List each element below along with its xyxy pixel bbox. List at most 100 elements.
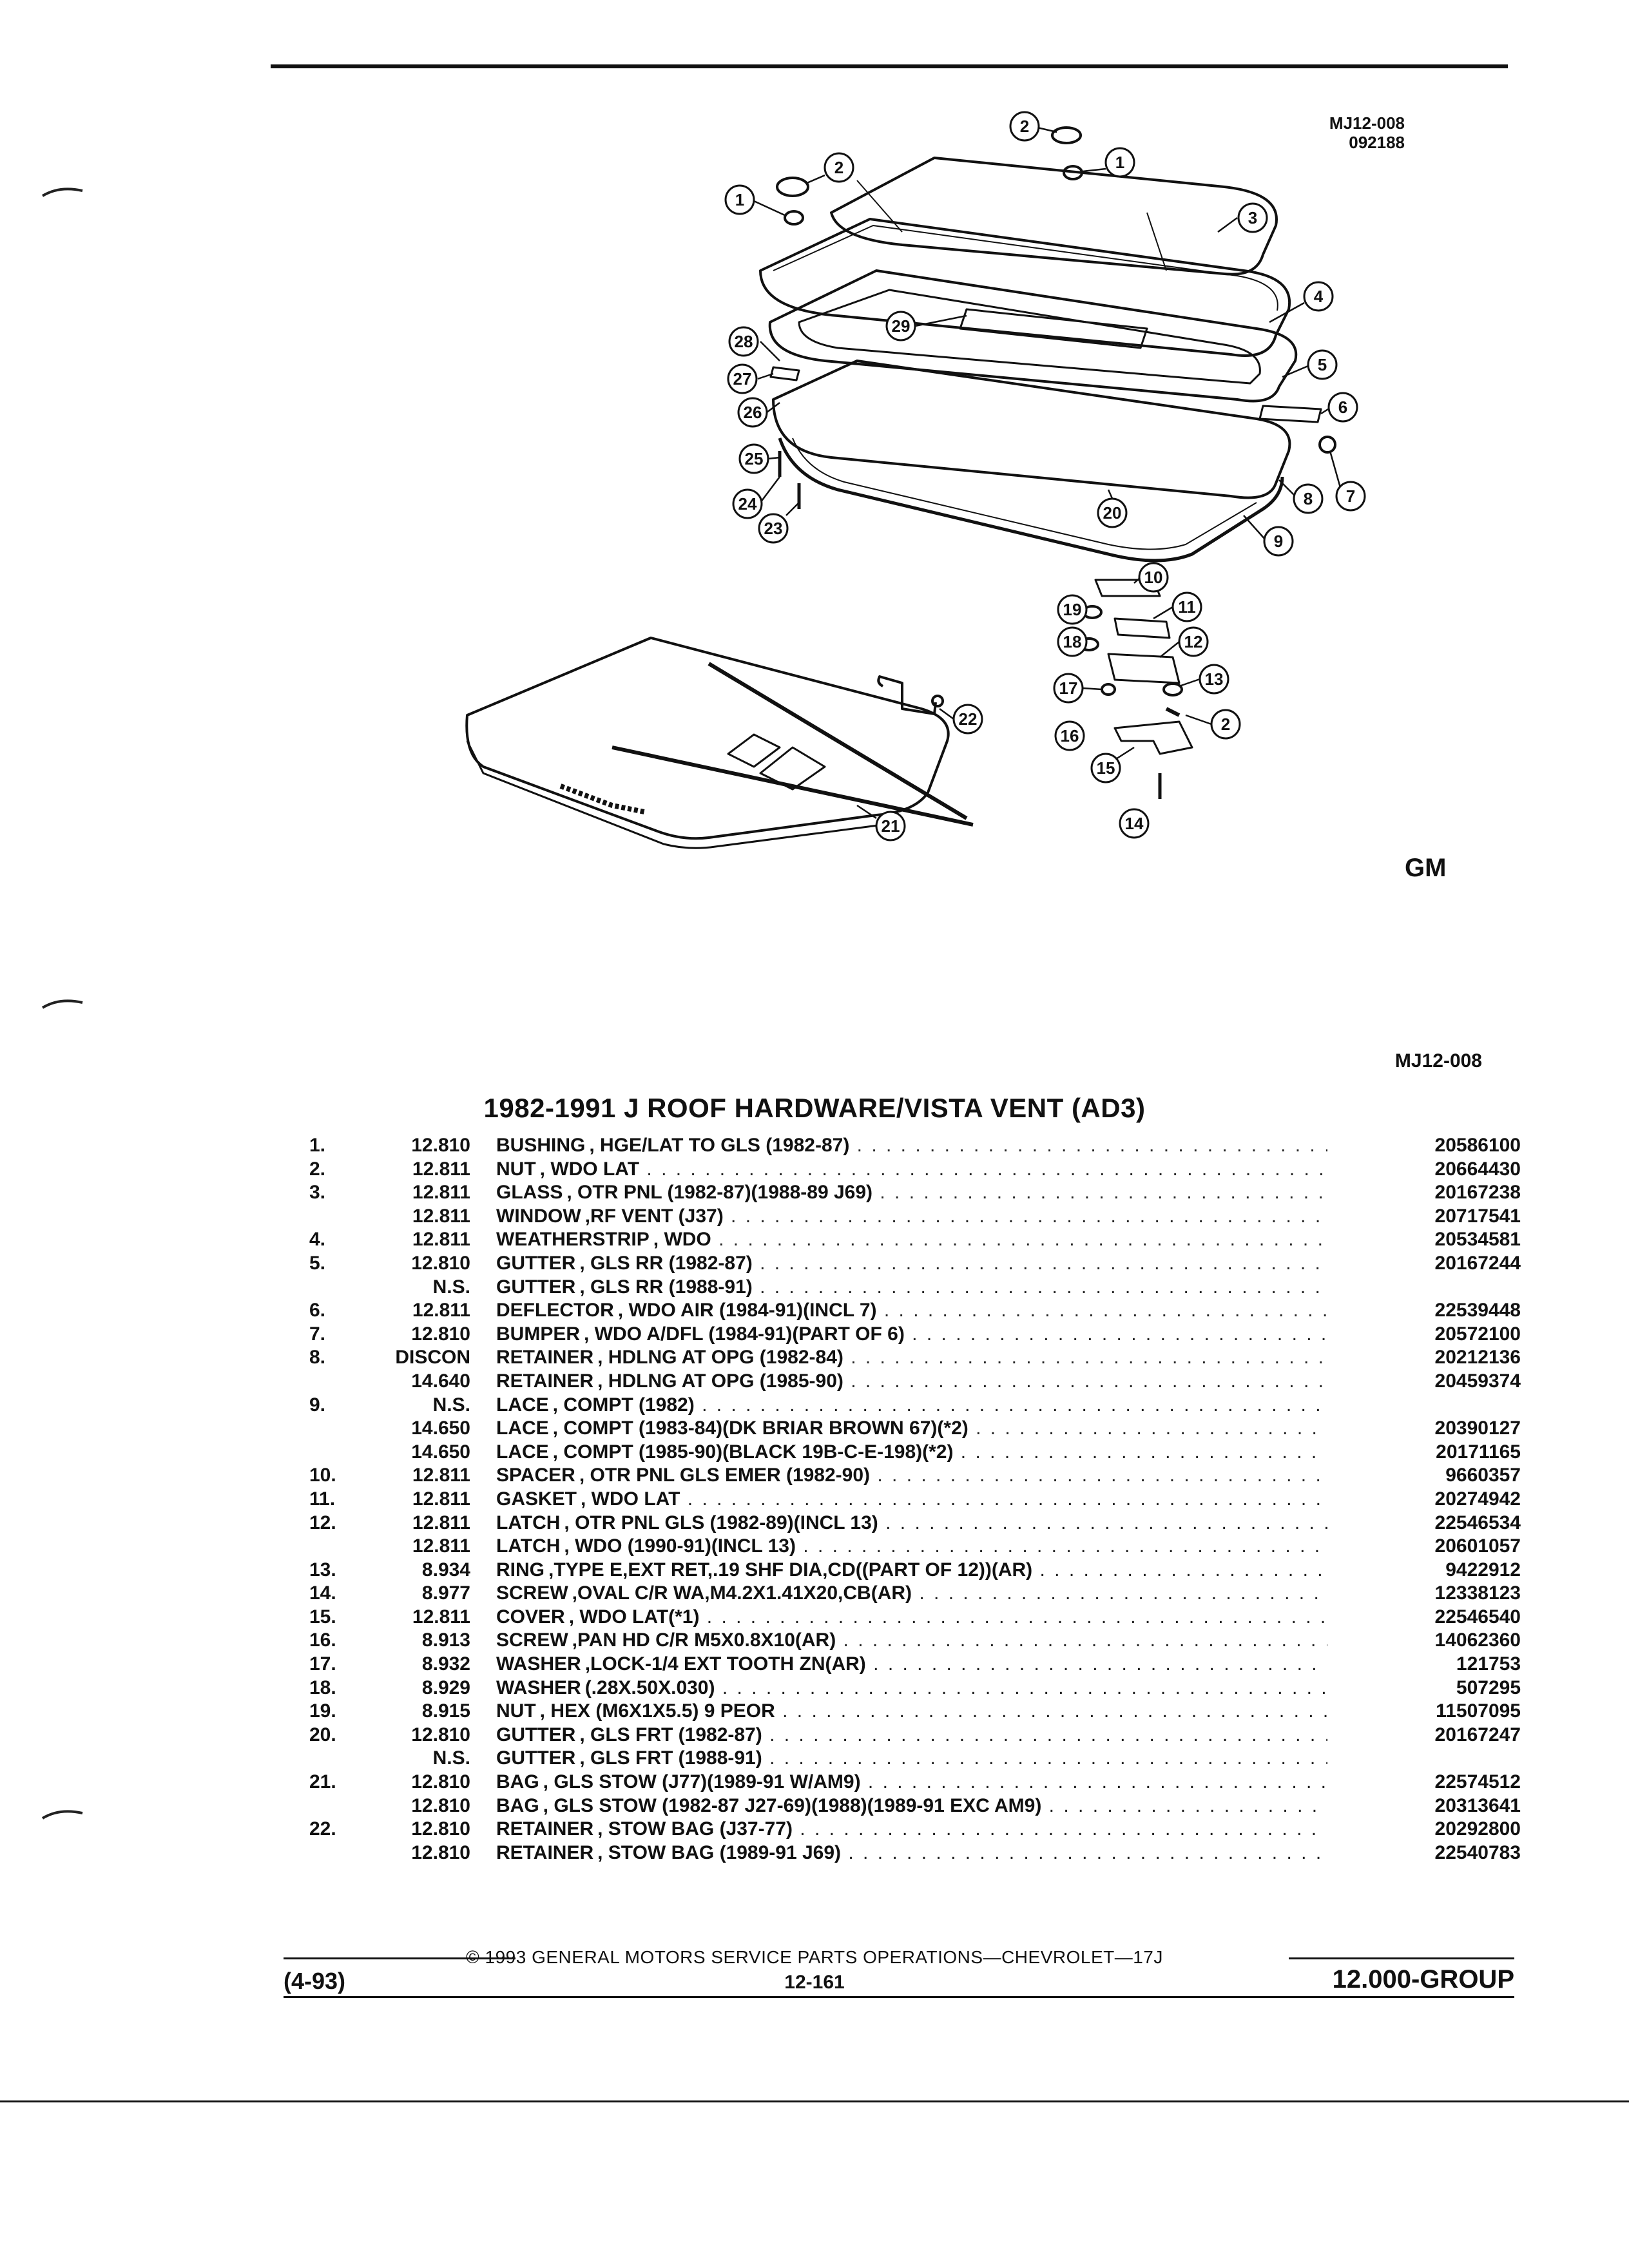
margin-mark-2 [41,999,83,1009]
part-group: 12.811 [412,1158,470,1180]
margin-mark-3 [41,1810,83,1820]
part-index: 18. [309,1677,336,1698]
part-index: 6. [309,1300,326,1321]
part-number: 20586100 [1434,1135,1521,1156]
part-detail: ,RF VENT (J37) [584,1205,724,1227]
part-name: BAG [496,1794,539,1816]
part-index: 3. [309,1182,326,1204]
figure-ref-code: MJ12-008 [1329,113,1405,133]
part-index: 4. [309,1229,326,1251]
part-group: 12.810 [411,1841,470,1863]
part-detail: , GLS FRT (1988-91) [579,1747,762,1769]
exploded-diagram: 2 1 2 1 3 4 5 6 7 8 9 10 11 12 13 2 14 1… [465,111,1446,882]
callout-20: 20 [1097,497,1128,528]
svg-text:25: 25 [745,449,764,468]
part-description: RING,TYPE E,EXT RET,.19 SHF DIA,CD((PART… [496,1559,1327,1582]
part-group: 12.810 [411,1771,470,1793]
svg-text:19: 19 [1063,600,1082,619]
callout-7: 7 [1335,481,1366,512]
leader-dots: . . . . . . . . . . . . . . . . . . . . … [722,1677,1327,1698]
part-index: 2. [309,1158,326,1180]
part-description: DEFLECTOR, WDO AIR (1984-91)(INCL 7) . .… [496,1299,1327,1322]
part-number: 20459374 [1434,1370,1521,1392]
part-index: 21. [309,1771,336,1793]
callout-27: 27 [727,363,758,394]
part-name: LATCH [496,1512,561,1533]
part-index: 7. [309,1323,326,1345]
svg-text:16: 16 [1061,726,1079,745]
footer-rule-right [1289,1957,1514,1959]
footer-page-number: 12-161 [784,1972,845,1993]
part-index: 5. [309,1252,326,1274]
svg-text:1: 1 [1115,153,1124,172]
part-group: 8.932 [421,1653,470,1675]
leader-dots: . . . . . . . . . . . . . . . . . . . . … [646,1158,1327,1180]
part-detail: , STOW BAG (1989-91 J69) [597,1841,842,1863]
part-number: 20717541 [1434,1205,1521,1227]
svg-text:2: 2 [1020,117,1029,136]
part-detail: , HEX (M6X1X5.5) 9 PEOR [539,1700,775,1722]
callout-28: 28 [728,326,759,357]
part-number: 12338123 [1434,1582,1521,1604]
part-group: 12.811 [412,1182,470,1204]
part-number: 20572100 [1434,1323,1521,1345]
part-detail: ,TYPE E,EXT RET,.19 SHF DIA,CD((PART OF … [548,1559,1033,1581]
part-description: WASHER(.28X.50X.030) . . . . . . . . . .… [496,1677,1327,1700]
stow-bag [465,637,950,840]
part-description: LACE, COMPT (1983-84)(DK BRIAR BROWN 67)… [496,1417,1327,1440]
section-title: 1982-1991 J ROOF HARDWARE/VISTA VENT (AD… [483,1093,1146,1123]
part-index: 13. [309,1559,336,1581]
leader-dots: . . . . . . . . . . . . . . . . . . . . … [873,1653,1327,1675]
svg-text:28: 28 [735,332,753,351]
footer-copyright: © 1993 GENERAL MOTORS SERVICE PARTS OPER… [466,1947,1163,1967]
svg-text:11: 11 [1178,597,1196,617]
leader-dots: . . . . . . . . . . . . . . . . . . . . … [912,1323,1327,1345]
callout-22: 22 [952,704,983,735]
leader-dots: . . . . . . . . . . . . . . . . . . . . … [731,1205,1327,1227]
part-name: GASKET [496,1488,577,1510]
leader-dots: . . . . . . . . . . . . . . . . . . . . … [976,1418,1327,1439]
part-name: RING [496,1559,545,1581]
part-detail: (.28X.50X.030) [584,1677,715,1698]
part-number: 507295 [1456,1677,1521,1698]
part-name: BUSHING [496,1135,586,1156]
leader-dots: . . . . . . . . . . . . . . . . . . . . … [803,1535,1327,1557]
part-group: 14.650 [411,1418,470,1439]
leader-dots: . . . . . . . . . . . . . . . . . . . . … [856,1135,1327,1156]
part-number: 20167247 [1434,1724,1521,1745]
leader-dots: . . . . . . . . . . . . . . . . . . . . … [1039,1559,1328,1581]
part-name: GLASS [496,1182,563,1204]
part-name: GUTTER [496,1252,576,1274]
section-ref-code: MJ12-008 [1394,1050,1482,1072]
part-group: 8.929 [421,1677,470,1698]
part-index: 16. [309,1629,336,1651]
part-description: WINDOW,RF VENT (J37) . . . . . . . . . .… [496,1205,1327,1228]
part-group: 14.640 [411,1370,470,1392]
part-description: RETAINER, STOW BAG (1989-91 J69) . . . .… [496,1841,1327,1865]
part-name: NUT [496,1158,536,1180]
callout-3: 3 [1237,202,1268,233]
part-index: 11. [309,1488,336,1510]
part-group: 8.977 [421,1582,470,1604]
callout-12: 12 [1178,626,1209,657]
callout-2c: 2 [1210,709,1241,740]
part-group: 12.811 [412,1229,470,1251]
part-number: 20292800 [1434,1818,1521,1840]
part-description: BUSHING, HGE/LAT TO GLS (1982-87) . . . … [496,1134,1327,1157]
part-group: 12.811 [412,1535,470,1557]
leader-dots: . . . . . . . . . . . . . . . . . . . . … [1048,1794,1327,1816]
margin-mark-1 [41,187,83,197]
part-name: LACE [496,1418,549,1439]
part-detail: ,PAN HD C/R M5X0.8X10(AR) [572,1629,836,1651]
part-name: SPACER [496,1465,575,1486]
part-number: 20534581 [1434,1229,1521,1251]
svg-text:15: 15 [1097,758,1115,778]
part-name: NUT [496,1700,536,1722]
